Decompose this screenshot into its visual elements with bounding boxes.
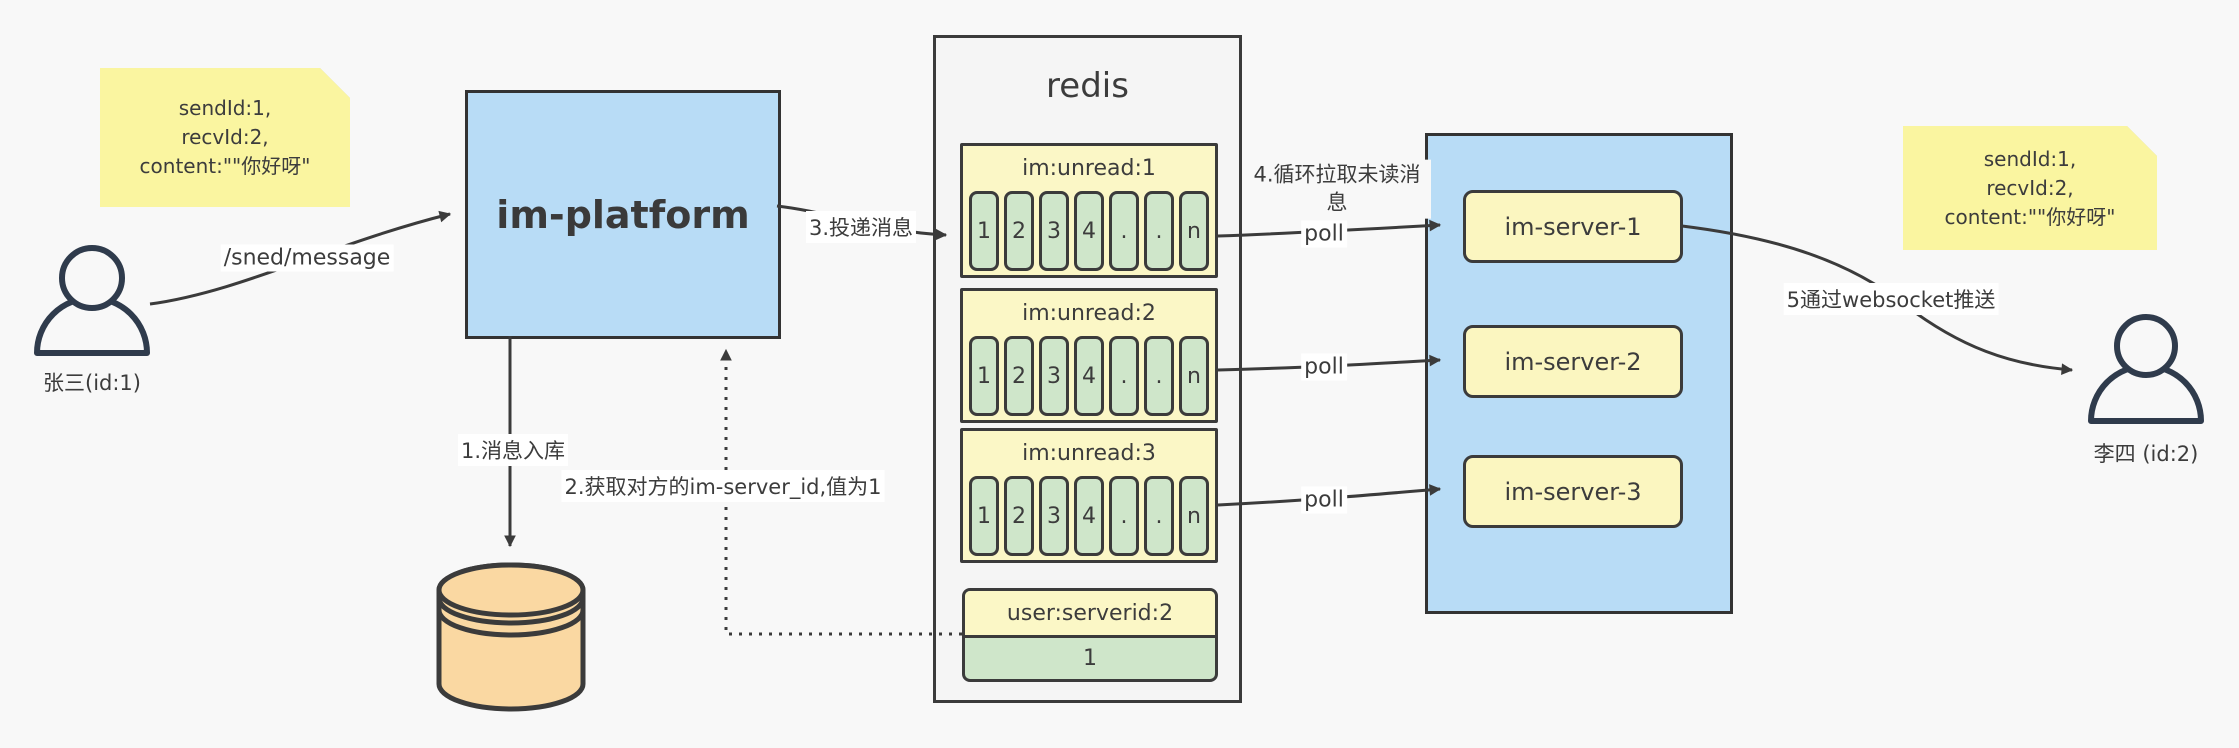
person-sender-icon xyxy=(34,245,150,356)
edge-label-poll-3: poll xyxy=(1301,486,1347,514)
queue-cell: n xyxy=(1179,476,1209,556)
queue-cell: . xyxy=(1109,336,1139,416)
note-line: sendId:1, xyxy=(1983,146,2077,171)
queue-cell: n xyxy=(1179,191,1209,271)
person-receiver-icon xyxy=(2088,314,2204,424)
note-line: content:""你好呀" xyxy=(139,154,311,178)
queue-cell: 4 xyxy=(1074,336,1104,416)
im-server-2-box: im-server-2 xyxy=(1463,325,1683,398)
redis-title: redis xyxy=(1046,66,1129,106)
mysql-db-icon xyxy=(436,562,586,712)
edge-label-pull: 4.循环拉取未读消息 xyxy=(1243,159,1431,219)
note-line: recvId:2, xyxy=(1986,175,2074,200)
queue-cell: 4 xyxy=(1074,476,1104,556)
queue-cell: . xyxy=(1109,191,1139,271)
edge-label-fetch: 2.获取对方的im-server_id,值为1 xyxy=(561,470,885,502)
sticky-note-right: sendId:1, recvId:2, content:""你好呀" xyxy=(1903,126,2157,250)
queue-cell: 3 xyxy=(1039,191,1069,271)
queue-cells: 1 2 3 4 . . n xyxy=(969,336,1209,416)
queue-header: im:unread:2 xyxy=(1022,301,1156,326)
note-line: recvId:2, xyxy=(181,125,269,149)
queue-cell: . xyxy=(1144,336,1174,416)
queue-cell: . xyxy=(1144,476,1174,556)
queue-cells: 1 2 3 4 . . n xyxy=(969,476,1209,556)
im-platform-box: im-platform xyxy=(465,90,781,339)
receiver-label: 李四 (id:2) xyxy=(2093,442,2199,466)
queue-im-unread-2: im:unread:2 1 2 3 4 . . n xyxy=(960,288,1218,423)
edge-label-deliver: 3.投递消息 xyxy=(805,211,917,243)
sticky-note-left: sendId:1, recvId:2, content:""你好呀" xyxy=(100,68,350,207)
queue-cell: . xyxy=(1144,191,1174,271)
queue-cell: 3 xyxy=(1039,476,1069,556)
queue-cell: 1 xyxy=(969,191,999,271)
queue-im-unread-1: im:unread:1 1 2 3 4 . . n xyxy=(960,143,1218,278)
edge-label-push: 5通过websocket推送 xyxy=(1783,283,1999,315)
edge-label-poll-1: poll xyxy=(1301,220,1347,248)
queue-cell: 4 xyxy=(1074,191,1104,271)
edge-label-store: 1.消息入库 xyxy=(457,434,569,466)
edge-label-poll-2: poll xyxy=(1301,353,1347,381)
edge-label-send: /sned/message xyxy=(220,244,394,272)
kv-header: user:serverid:2 xyxy=(965,591,1215,638)
im-server-1-box: im-server-1 xyxy=(1463,190,1683,263)
sender-label: 张三(id:1) xyxy=(43,371,141,395)
queue-cell: 2 xyxy=(1004,336,1034,416)
queue-cell: 1 xyxy=(969,476,999,556)
note-line: content:""你好呀" xyxy=(1944,204,2116,229)
im-server-group-box: im-server-1 im-server-2 im-server-3 xyxy=(1425,133,1733,614)
im-platform-label: im-platform xyxy=(496,192,750,237)
queue-cell: 3 xyxy=(1039,336,1069,416)
queue-cell: 2 xyxy=(1004,191,1034,271)
queue-cell: 2 xyxy=(1004,476,1034,556)
note-line: sendId:1, xyxy=(178,96,272,120)
queue-header: im:unread:1 xyxy=(1022,156,1156,181)
queue-im-unread-3: im:unread:3 1 2 3 4 . . n xyxy=(960,428,1218,563)
kv-user-serverid: user:serverid:2 1 xyxy=(962,588,1218,682)
kv-value: 1 xyxy=(1083,646,1097,671)
queue-cell: 1 xyxy=(969,336,999,416)
queue-cell: . xyxy=(1109,476,1139,556)
queue-header: im:unread:3 xyxy=(1022,441,1156,466)
queue-cells: 1 2 3 4 . . n xyxy=(969,191,1209,271)
queue-cell: n xyxy=(1179,336,1209,416)
im-server-3-box: im-server-3 xyxy=(1463,455,1683,528)
